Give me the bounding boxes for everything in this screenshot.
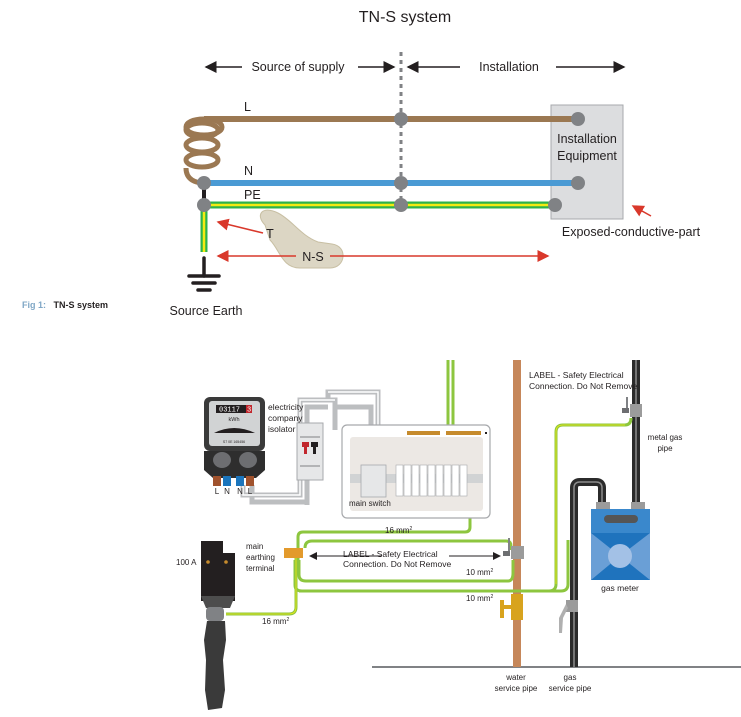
svg-text:terminal: terminal bbox=[246, 564, 275, 573]
meter-unit: kWh bbox=[229, 417, 240, 423]
figure-installation: gas meter bbox=[176, 360, 741, 710]
consumer-unit bbox=[341, 424, 491, 519]
node-L-equipment bbox=[571, 112, 585, 126]
svg-text:earthing: earthing bbox=[246, 553, 275, 562]
electricity-meter bbox=[204, 397, 265, 486]
figure-tn-s: TN-S system Source of supply Installatio… bbox=[22, 9, 701, 318]
label-installation: Installation bbox=[479, 60, 539, 74]
gas-valve bbox=[559, 600, 578, 633]
svg-text:isolator: isolator bbox=[268, 424, 296, 434]
node-N-equipment bbox=[571, 176, 585, 190]
caption-prefix: Fig 1: bbox=[22, 300, 46, 310]
label-water-service-pipe: water service pipe bbox=[495, 673, 538, 693]
svg-text:water: water bbox=[505, 673, 526, 682]
label-gas-service-pipe: gas service pipe bbox=[549, 673, 592, 693]
svg-text:gas: gas bbox=[564, 673, 577, 682]
label-exposed-conductive-part: Exposed-conductive-part bbox=[562, 225, 701, 239]
node-PE-equipment bbox=[548, 198, 562, 212]
cable-size-16-tails: 16 mm2 bbox=[262, 617, 289, 626]
pe-conductor bbox=[200, 201, 555, 252]
cable-size-16-cu: 16 mm2 bbox=[385, 526, 412, 535]
tn-s-label-blob bbox=[260, 209, 344, 269]
earth-symbol-icon bbox=[187, 256, 221, 292]
connection-nodes bbox=[197, 112, 585, 212]
label-source-earth: Source Earth bbox=[170, 304, 243, 318]
meter-reading-red: 3 bbox=[247, 407, 251, 415]
gas-earth-clamp bbox=[630, 404, 642, 417]
label-isolator: electricity company isolator bbox=[268, 402, 304, 434]
equipment-label-line1: Installation bbox=[557, 132, 617, 146]
label-main-earthing-terminal: main earthing terminal bbox=[246, 542, 275, 573]
gas-meter-display bbox=[604, 515, 638, 523]
caption-text: TN-S system bbox=[53, 300, 108, 310]
svg-text:metal gas: metal gas bbox=[648, 433, 683, 442]
node-L-boundary bbox=[394, 112, 408, 126]
svg-text:pipe: pipe bbox=[657, 444, 673, 453]
label-N: N bbox=[244, 164, 253, 178]
installation-equipment-box bbox=[550, 104, 624, 220]
service-cable bbox=[204, 621, 226, 710]
svg-text:Connection. Do Not Remove: Connection. Do Not Remove bbox=[343, 559, 451, 569]
svg-text:service pipe: service pipe bbox=[495, 684, 538, 693]
main-earthing-terminal bbox=[284, 548, 303, 558]
service-cutout bbox=[201, 541, 235, 710]
svg-text:LABEL - Safety Electrical: LABEL - Safety Electrical bbox=[343, 549, 438, 559]
meter-serial: S7 0E 165456 bbox=[223, 440, 245, 444]
gas-meter bbox=[591, 502, 650, 580]
meter-reading: 03117 bbox=[219, 407, 240, 415]
label-PE: PE bbox=[244, 188, 261, 202]
cable-size-10-water: 10 mm2 bbox=[466, 568, 493, 577]
svg-text:N: N bbox=[237, 487, 243, 496]
svg-text:N: N bbox=[224, 487, 230, 496]
figure-caption: Fig 1: TN-S system bbox=[22, 295, 108, 312]
label-main-switch: main switch bbox=[349, 499, 391, 508]
node-pe-source bbox=[197, 198, 211, 212]
label-metal-gas-pipe: metal gas pipe bbox=[648, 433, 683, 453]
label-fuse-rating: 100 A bbox=[176, 558, 197, 567]
arrow-exposed-conductive-part bbox=[631, 205, 652, 217]
svg-text:electricity: electricity bbox=[268, 402, 304, 412]
arrow-T bbox=[216, 218, 264, 234]
svg-text:L: L bbox=[215, 487, 220, 496]
node-neutral-source bbox=[197, 176, 211, 190]
meter-terminal-labels: L N N L bbox=[215, 487, 253, 496]
equipment-label-line2: Equipment bbox=[557, 149, 617, 163]
label-source-of-supply: Source of supply bbox=[251, 60, 345, 74]
safety-label-gas: LABEL - Safety Electrical Connection. Do… bbox=[529, 370, 637, 391]
node-N-boundary bbox=[394, 176, 408, 190]
node-PE-boundary bbox=[394, 198, 408, 212]
main-switch bbox=[360, 464, 387, 498]
water-earth-clamp bbox=[511, 546, 524, 559]
earthing-cables bbox=[226, 360, 633, 616]
label-gas-meter: gas meter bbox=[601, 583, 639, 593]
safety-label-water: LABEL - Safety Electrical Connection. Do… bbox=[343, 549, 451, 569]
water-pipe bbox=[513, 360, 521, 667]
svg-text:main: main bbox=[246, 542, 263, 551]
transformer-coil bbox=[183, 116, 225, 186]
svg-text:L: L bbox=[248, 487, 253, 496]
label-L: L bbox=[244, 100, 251, 114]
cable-size-10-gas: 10 mm2 bbox=[466, 594, 493, 603]
svg-text:service pipe: service pipe bbox=[549, 684, 592, 693]
water-stop-valve bbox=[500, 594, 523, 620]
isolator bbox=[296, 422, 324, 481]
svg-text:company: company bbox=[268, 413, 303, 423]
svg-text:Connection. Do Not Remove: Connection. Do Not Remove bbox=[529, 381, 637, 391]
label-T: T bbox=[266, 227, 274, 241]
figure-title: TN-S system bbox=[359, 9, 451, 26]
label-N-S: N-S bbox=[302, 250, 324, 264]
svg-text:LABEL - Safety Electrical: LABEL - Safety Electrical bbox=[529, 370, 624, 380]
